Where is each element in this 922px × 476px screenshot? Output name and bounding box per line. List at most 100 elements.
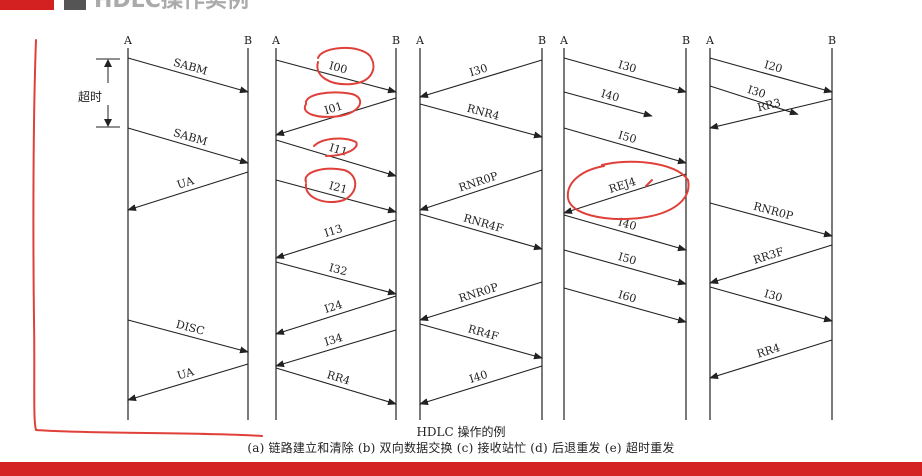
message-arrow [709,244,833,284]
message-arrow [275,367,397,406]
message-label: SABM [172,56,209,78]
message-arrow [563,91,653,118]
message-arrow [563,214,687,252]
timeout-label: 超时 [78,89,102,104]
message-label: RR3F [752,245,786,267]
message-label: I30 [617,58,638,75]
message-label: I24 [323,298,344,316]
message-label: I34 [323,331,344,349]
annotation-left-bracket [32,39,263,437]
bottom-accent-bar [0,462,922,476]
message-arrow [419,323,543,360]
message-label: I40 [600,87,621,104]
message-arrow [563,249,687,286]
message-arrow [275,329,397,368]
station-label-b: B [538,34,546,47]
message-label: DISC [174,318,205,338]
message-arrow [127,57,249,94]
message-label: I60 [617,288,638,305]
figure-caption: HDLC 操作的例 [416,425,506,439]
message-label: I50 [617,250,638,267]
station-label-a: A [559,34,569,47]
annotation-circle-i01 [303,91,362,118]
message-arrow [419,169,543,211]
message-arrow [709,98,833,130]
message-label: REJ4 [607,175,637,196]
message-arrow [419,281,543,321]
station-label-b: B [828,34,836,47]
message-arrow [127,319,249,354]
title-bar: HDLC操作实例 [0,0,922,14]
message-label: I40 [468,368,489,386]
message-arrow [127,363,249,402]
message-label: RR4F [467,322,501,343]
message-arrow [419,103,543,139]
annotation-circle-rej4 [566,160,690,220]
annotation-layer [32,39,690,437]
message-label: I30 [746,83,767,101]
message-label: RNR0P [752,200,795,223]
message-arrow [275,261,397,296]
station-label-a: A [123,34,133,47]
message-arrow [563,287,687,324]
message-label: I50 [617,129,638,147]
message-label: UA [175,174,196,192]
message-label: SABM [172,126,209,148]
station-label-b: B [244,34,252,47]
message-arrow [709,57,833,94]
message-label: I32 [328,261,349,278]
message-arrow [275,139,397,178]
station-label-a: A [271,34,281,47]
message-label: I21 [328,179,349,196]
message-arrow [275,295,397,335]
message-arrow [275,219,397,259]
message-arrow [563,127,687,165]
message-arrow [419,365,543,405]
annotation-cursor-mark [645,179,653,187]
slide-title: HDLC操作实例 [94,0,249,13]
station-label-a: A [415,34,425,47]
message-label: RR4 [755,341,781,360]
message-arrow [127,127,249,165]
message-label: I13 [323,222,344,240]
message-arrow [709,339,833,379]
message-arrow [419,59,543,99]
station-label-b: B [392,34,400,47]
annotation-circle-i00 [316,46,375,86]
message-label: I00 [328,59,349,76]
message-arrow [709,85,799,116]
timeout-arrowhead-up [104,59,112,67]
message-arrow [275,179,397,214]
message-arrow [275,59,397,94]
message-arrow [419,213,543,251]
timeout-arrowhead-down [104,119,112,127]
figure-subcaption: (a) 链路建立和清除 (b) 双向数据交换 (c) 接收站忙 (d) 后退重发… [247,441,675,455]
message-label: UA [176,365,197,383]
message-label: I20 [763,58,784,75]
message-label: RR3 [756,96,782,114]
title-accent-block [0,0,54,10]
message-arrow [563,57,687,94]
message-label: RNR4 [465,102,500,123]
message-arrow [127,171,249,211]
title-bullet-icon [64,0,86,10]
station-label-a: A [705,34,715,47]
message-label: I30 [763,287,784,304]
message-label: RR4 [325,368,351,387]
message-label: I30 [468,61,489,79]
message-arrow [563,173,687,214]
message-arrow [709,286,833,323]
timeout-bracket: 超时 [78,58,120,128]
annotation-mark-i11 [313,137,358,157]
annotation-circle-i21 [304,167,357,203]
message-label: I01 [323,99,344,117]
message-arrow [709,202,833,238]
station-label-b: B [682,34,690,47]
